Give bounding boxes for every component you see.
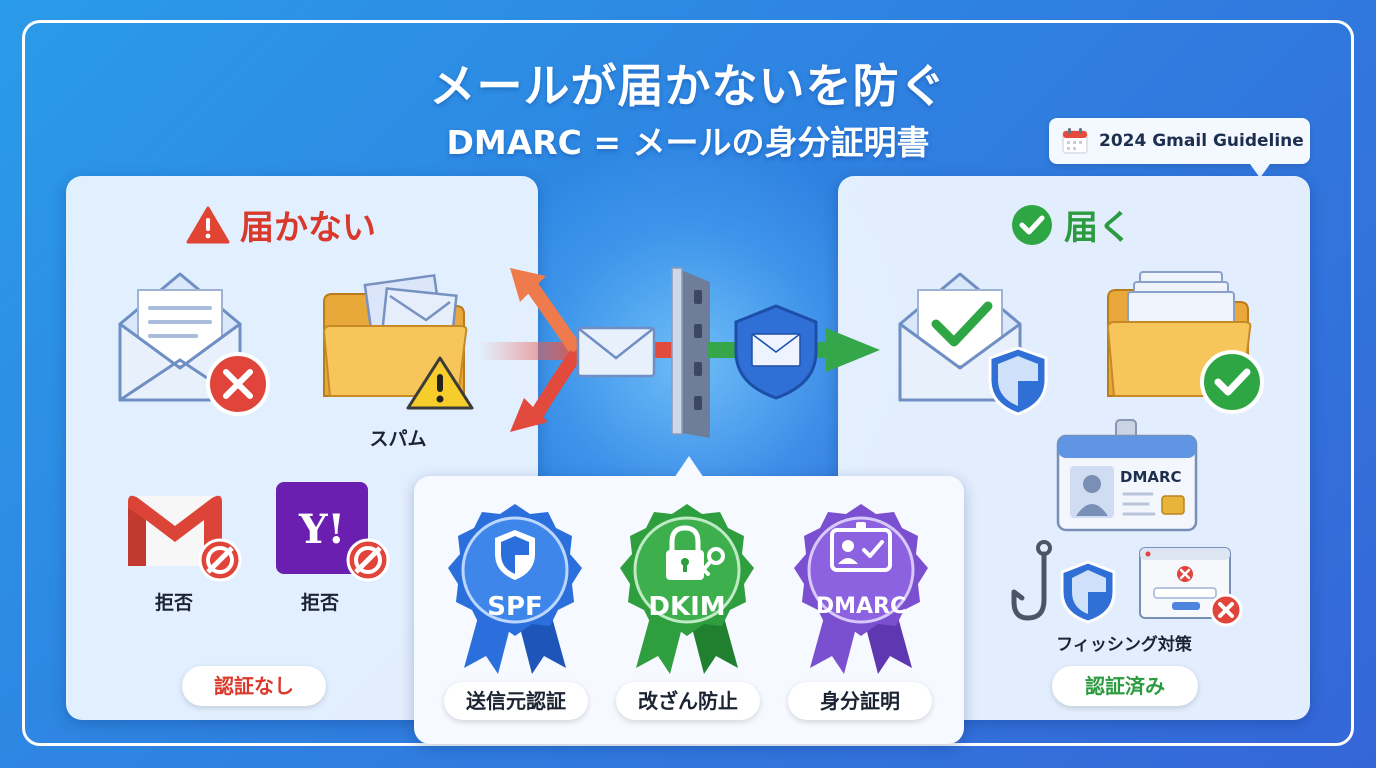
spf-caption: 送信元認証 — [444, 682, 588, 720]
not-delivered-heading: 届かない — [186, 200, 376, 249]
guideline-callout: 2024 Gmail Guideline — [1049, 118, 1310, 178]
dmarc-id-card-icon — [1056, 419, 1198, 532]
inbox-folder-icon — [1106, 271, 1264, 414]
warning-icon — [186, 205, 230, 245]
check-circle-icon — [1010, 203, 1054, 247]
blocked-login-window-icon — [1139, 547, 1243, 627]
verified-mail-icon — [898, 272, 1048, 416]
id-card-label: DMARC — [1120, 468, 1182, 486]
spf-badge-icon — [448, 504, 582, 674]
spam-label: スパム — [369, 428, 427, 450]
mail-flow-diagram — [480, 267, 880, 438]
not-delivered-title: 届かない — [240, 208, 376, 248]
rejected-mail-icon — [118, 272, 270, 416]
center-panel-pointer — [674, 456, 704, 478]
dkim-badge-icon — [620, 504, 754, 674]
page-subtitle: DMARC = メールの身分証明書 — [446, 123, 930, 162]
calendar-icon — [1061, 127, 1089, 155]
spf-badge-name: SPF — [487, 592, 543, 622]
yahoo-reject-label: 拒否 — [300, 592, 339, 614]
yahoo-logo-icon — [276, 482, 390, 582]
gmail-logo-icon — [128, 495, 242, 582]
dmarc-badge-icon — [794, 504, 928, 674]
dmarc-caption: 身分証明 — [788, 682, 932, 720]
dkim-caption: 改ざん防止 — [616, 682, 760, 720]
authenticated-status: 認証済み — [1052, 666, 1198, 706]
phishing-hook-icon — [1011, 540, 1052, 621]
shield-icon — [1060, 560, 1116, 624]
dmarc-badge-name: DMARC — [815, 594, 907, 619]
outer-frame — [22, 20, 1354, 746]
page-title: メールが届かないを防ぐ — [429, 59, 947, 113]
spam-folder-icon — [322, 273, 474, 410]
gmail-reject-label: 拒否 — [154, 592, 193, 614]
dkim-badge-name: DKIM — [648, 592, 726, 622]
guideline-label: 2024 Gmail Guideline — [1099, 131, 1304, 151]
yahoo-logo-text: Y! — [298, 506, 346, 553]
delivered-heading: 届く — [1010, 200, 1132, 249]
phishing-label: フィッシング対策 — [1056, 635, 1192, 655]
delivered-title: 届く — [1064, 208, 1132, 248]
no-auth-status: 認証なし — [182, 666, 326, 706]
